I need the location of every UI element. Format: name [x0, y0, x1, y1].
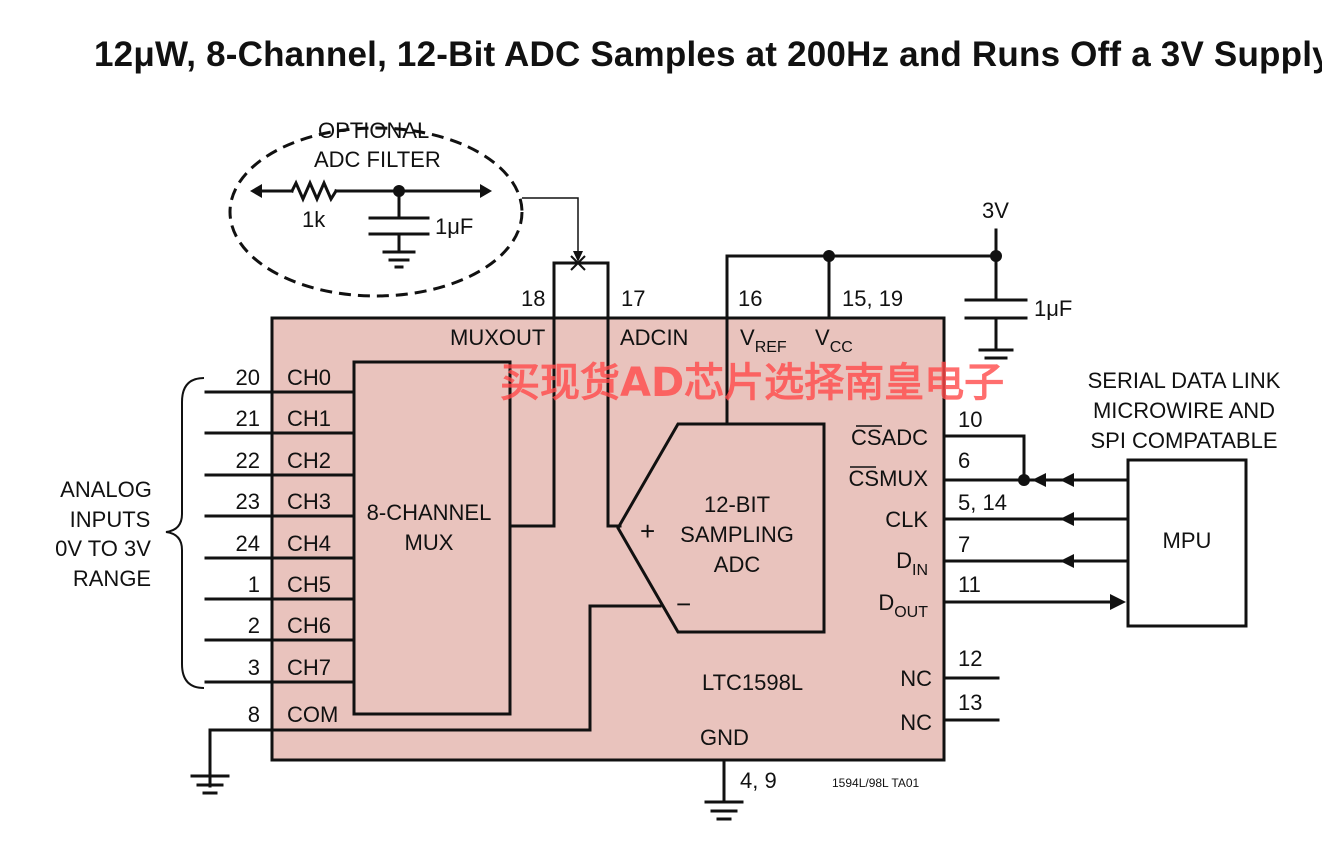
adc-label-3: ADC: [714, 552, 761, 577]
serial-bus: [942, 434, 1130, 722]
channel-label-ch0: CH0: [287, 365, 331, 390]
serial-line-1: SERIAL DATA LINK: [1088, 368, 1281, 393]
serial-line-3: SPI COMPATABLE: [1090, 428, 1277, 453]
adc-minus-input: −: [676, 589, 691, 619]
channel-label-ch4: CH4: [287, 531, 331, 556]
pin-label-csadc: CSADC: [851, 425, 928, 450]
pin-number-ch7: 3: [248, 655, 260, 680]
pin-number-vref: 16: [738, 286, 762, 311]
channel-label-ch2: CH2: [287, 448, 331, 473]
analog-inputs-line-4: RANGE: [73, 566, 151, 591]
figure-id: 1594L/98L TA01: [832, 776, 920, 790]
channel-label-ch5: CH5: [287, 572, 331, 597]
pin-number-ch1: 21: [236, 406, 260, 431]
pin-label-csmux: CSMUX: [849, 466, 929, 491]
filter-label-1: OPTIONAL: [318, 118, 429, 143]
muxout-adcin-loop: [508, 255, 622, 528]
adc-label-1: 12-BIT: [704, 492, 770, 517]
adc-plus-input: +: [640, 516, 655, 546]
pin-number-ch6: 2: [248, 613, 260, 638]
channel-label-ch6: CH6: [287, 613, 331, 638]
filter-capacitor-value: 1μF: [435, 214, 473, 239]
com-ground-network: [190, 604, 744, 821]
figure-title: 12μW, 8-Channel, 12-Bit ADC Samples at 2…: [94, 35, 1322, 74]
channel-wires: [204, 390, 356, 684]
filter-boundary: [228, 126, 524, 298]
pin-label-vcc: VCC: [815, 325, 853, 356]
filter-label-2: ADC FILTER: [314, 147, 441, 172]
pin-label-adcin: ADCIN: [620, 325, 688, 350]
channel-label-ch3: CH3: [287, 489, 331, 514]
pin-number-ch0: 20: [236, 365, 260, 390]
chip-name: LTC1598L: [702, 670, 803, 695]
supply-capacitor-value: 1μF: [1034, 296, 1072, 321]
pin-number-vcc: 15, 19: [842, 286, 903, 311]
pin-number-com: 8: [248, 702, 260, 727]
pin-number-muxout: 18: [521, 286, 545, 311]
adc-block: [616, 422, 826, 634]
pin-number-dout: 11: [958, 572, 981, 597]
analog-inputs-line-1: ANALOG: [60, 477, 152, 502]
pin-number-nc-13: 13: [958, 690, 982, 715]
filter-network: [250, 179, 492, 269]
pin-label-muxout: MUXOUT: [450, 325, 545, 350]
pin-number-ch4: 24: [236, 531, 260, 556]
pin-number-clk: 5, 14: [958, 490, 1007, 515]
serial-line-2: MICROWIRE AND: [1093, 398, 1275, 423]
mux-block: [352, 360, 512, 716]
pin-label-gnd: GND: [700, 725, 749, 750]
adc-label-2: SAMPLING: [680, 522, 794, 547]
pin-label-clk: CLK: [885, 507, 928, 532]
pin-number-csmux: 6: [958, 448, 970, 473]
supply-network: [725, 228, 1028, 426]
analog-inputs-line-2: INPUTS: [70, 507, 151, 532]
pin-number-ch2: 22: [236, 448, 260, 473]
pin-number-csadc: 10: [958, 407, 982, 432]
pin-number-ch5: 1: [248, 572, 260, 597]
channel-label-ch7: CH7: [287, 655, 331, 680]
pin-number-din: 7: [958, 532, 970, 557]
channel-label-com: COM: [287, 702, 338, 727]
mux-label-1: 8-CHANNEL: [367, 500, 492, 525]
pin-label-dout: DOUT: [878, 590, 928, 621]
channel-label-ch1: CH1: [287, 406, 331, 431]
filter-resistor-value: 1k: [302, 207, 326, 232]
pin-label-nc-12: NC: [900, 666, 932, 691]
pin-label-din: DIN: [896, 548, 928, 579]
pin-number-adcin: 17: [621, 286, 645, 311]
pin-number-nc-12: 12: [958, 646, 982, 671]
filter-connection: [522, 197, 583, 262]
pin-label-vref: VREF: [740, 325, 787, 356]
pin-number-gnd: 4, 9: [740, 768, 777, 793]
mpu-label: MPU: [1163, 528, 1212, 553]
analog-inputs-line-3: 0V TO 3V: [55, 536, 151, 561]
supply-voltage: 3V: [982, 198, 1009, 223]
analog-inputs-brace: [165, 377, 205, 689]
pin-number-ch3: 23: [236, 489, 260, 514]
watermark-text: 买现货AD芯片选择南皇电子: [500, 360, 1004, 406]
mux-label-2: MUX: [405, 530, 454, 555]
pin-label-nc-13: NC: [900, 710, 932, 735]
mpu-block: [1126, 458, 1248, 628]
